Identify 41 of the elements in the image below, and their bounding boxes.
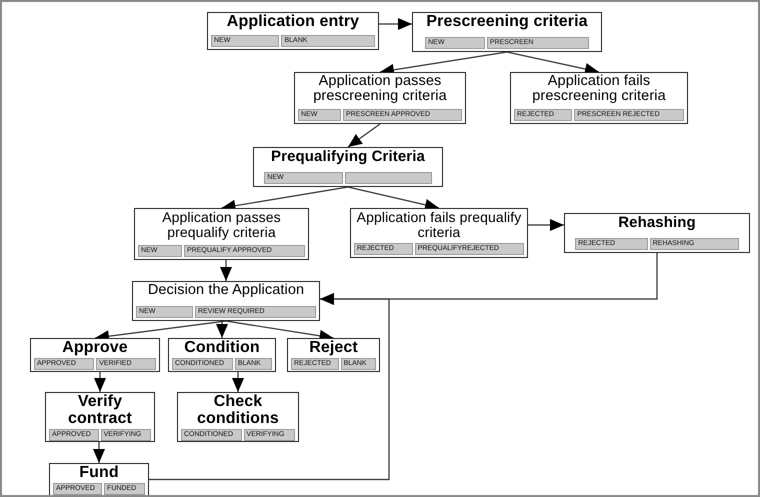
arrow — [94, 372, 106, 392]
state-title: Application entry — [226, 14, 360, 31]
state-box — [207, 12, 379, 50]
arrow — [379, 18, 412, 30]
state-box — [350, 208, 528, 258]
state-title: Check conditions — [196, 394, 280, 428]
arrow — [348, 186, 440, 211]
state-title: Rehashing — [618, 215, 696, 231]
arrow — [232, 372, 244, 392]
state-title: Condition — [184, 340, 260, 357]
state-title: Verify contract — [67, 394, 133, 428]
arrow — [348, 124, 380, 148]
state-title: Fund — [79, 465, 119, 482]
state-title: Application fails prescreening criteria — [531, 74, 667, 104]
state-box — [177, 392, 299, 442]
state-title: Approve — [62, 340, 128, 357]
state-box — [30, 338, 160, 372]
state-title: Prescreening criteria — [426, 14, 588, 31]
state-title: Reject — [309, 340, 358, 357]
state-box — [287, 338, 380, 372]
state-box — [412, 12, 602, 52]
state-box — [294, 72, 466, 124]
arrow — [528, 219, 564, 231]
state-box — [49, 463, 149, 495]
arrow — [220, 260, 232, 281]
state-box — [132, 281, 320, 321]
state-box — [510, 72, 688, 124]
state-title: Application fails prequalify criteria — [356, 210, 522, 240]
state-title: Prequalifying Criteria — [271, 149, 425, 165]
arrow — [506, 51, 600, 75]
state-box — [45, 392, 155, 442]
state-title: Decision the Application — [148, 283, 304, 298]
arrow — [93, 442, 105, 463]
state-box — [253, 147, 443, 187]
state-title: Application passes prescreening criteria — [312, 74, 448, 104]
state-title: Application passes prequalify criteria — [161, 210, 282, 240]
arrow — [149, 293, 390, 480]
state-box — [168, 338, 276, 372]
arrow — [216, 321, 228, 338]
state-box — [134, 208, 309, 260]
state-box — [564, 213, 750, 253]
